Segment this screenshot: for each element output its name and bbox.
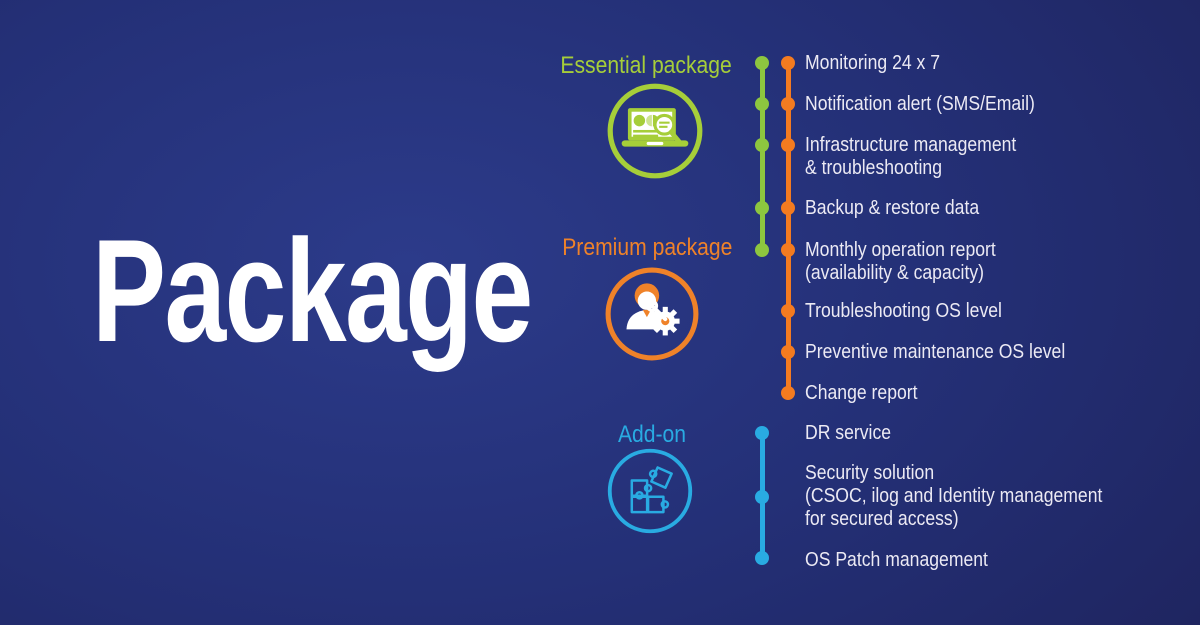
feature-change-report: Change report: [805, 382, 918, 404]
page-title: Package: [92, 209, 533, 372]
feature-troubleshooting-os: Troubleshooting OS level: [805, 300, 1002, 322]
addon-dot: [755, 426, 769, 440]
premium-dot: [781, 243, 795, 257]
premium-dot: [781, 304, 795, 318]
premium-timeline-line: [786, 63, 791, 393]
essential-timeline-line: [760, 63, 765, 250]
feature-os-patch: OS Patch management: [805, 549, 988, 571]
package-label-addon: Add-on: [617, 421, 687, 448]
premium-dot: [781, 56, 795, 70]
feature-preventive-maintenance: Preventive maintenance OS level: [805, 341, 1066, 363]
feature-monthly-report: Monthly operation report (availability &…: [805, 239, 996, 284]
feature-backup-restore: Backup & restore data: [805, 197, 980, 219]
premium-dot: [781, 345, 795, 359]
feature-monitoring: Monitoring 24 x 7: [805, 52, 941, 74]
essential-dot: [755, 56, 769, 70]
essential-dot: [755, 201, 769, 215]
package-label-essential: Essential package: [560, 52, 732, 79]
essential-dot: [755, 97, 769, 111]
feature-security-solution: Security solution (CSOC, ilog and Identi…: [805, 462, 1103, 530]
feature-infrastructure-management: Infrastructure management & troubleshoot…: [805, 134, 1017, 179]
essential-dot: [755, 243, 769, 257]
addon-dot: [755, 490, 769, 504]
premium-dot: [781, 201, 795, 215]
premium-dot: [781, 386, 795, 400]
addon-dot: [755, 551, 769, 565]
laptop-analytics-icon: [605, 81, 705, 186]
support-engineer-icon: [603, 265, 701, 368]
feature-dr-service: DR service: [805, 422, 892, 444]
premium-dot: [781, 97, 795, 111]
package-label-premium: Premium package: [561, 234, 732, 261]
puzzle-icon: [604, 445, 696, 542]
feature-notification-alert: Notification alert (SMS/Email): [805, 93, 1035, 115]
essential-dot: [755, 138, 769, 152]
premium-dot: [781, 138, 795, 152]
